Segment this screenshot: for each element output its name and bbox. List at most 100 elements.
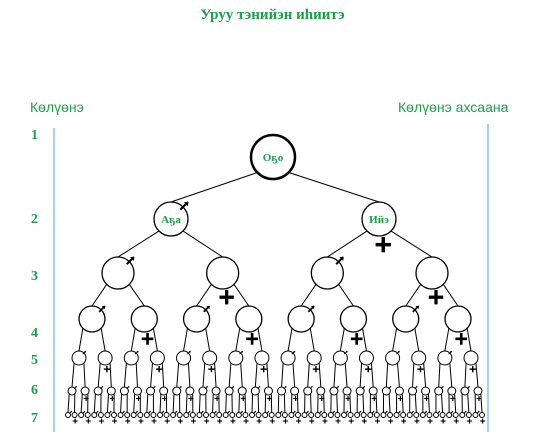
tree-edge (254, 362, 258, 388)
ancestor-node (437, 350, 453, 366)
male-symbol (152, 385, 156, 390)
tree-edge (133, 393, 136, 413)
female-symbol (135, 396, 141, 401)
tree-edge (397, 362, 400, 388)
male-symbol (134, 350, 139, 355)
generation-count-label: Көлүөнэ ахсаана (398, 99, 509, 115)
male-symbol (73, 385, 78, 390)
tree-edge (106, 393, 109, 413)
generation-number-3: 3 (31, 269, 38, 284)
generation-number-6: 6 (31, 383, 38, 398)
ancestor-node (306, 350, 322, 366)
male-symbol (239, 350, 244, 355)
ancestor-node (137, 412, 144, 418)
female-symbol (204, 418, 210, 424)
ancestor-node (277, 386, 287, 396)
ancestor-node (460, 386, 470, 396)
tree-edge (83, 362, 86, 388)
tree-edge (385, 362, 389, 388)
male-symbol (423, 410, 428, 414)
tree-edge (288, 171, 380, 203)
female-symbol (401, 418, 407, 424)
ancestor-node (308, 412, 315, 418)
tree-edge (362, 393, 365, 413)
ancestor-node (106, 386, 116, 396)
ancestor-node (216, 412, 223, 418)
male-symbol (384, 410, 388, 414)
tree-edge (349, 393, 352, 413)
ancestor-node (209, 412, 216, 418)
tree-edge (480, 393, 483, 413)
tree-edge (427, 393, 430, 413)
tree-edge (150, 362, 153, 388)
tree-edge (123, 362, 127, 388)
ancestor-node (380, 412, 387, 418)
female-symbol (98, 418, 104, 424)
tree-edge (466, 328, 472, 352)
tree-edge (339, 328, 345, 352)
female-symbol (246, 333, 258, 345)
tree-edge (414, 328, 420, 352)
male-symbol (440, 385, 444, 390)
tree-edge (185, 393, 188, 413)
ancestor-node (367, 412, 374, 418)
ancestor-node (473, 386, 483, 396)
male-symbol (318, 410, 322, 414)
ancestor-node (342, 386, 352, 396)
female-symbol (466, 418, 472, 424)
ancestor-node (97, 412, 104, 418)
female-symbol (230, 418, 236, 424)
tree-edge (182, 230, 223, 258)
male-symbol (345, 410, 349, 414)
generation-number-5: 5 (31, 353, 38, 368)
tree-edge (370, 362, 374, 388)
female-symbol (112, 418, 118, 424)
ancestor-node (153, 201, 189, 237)
male-symbol (397, 410, 401, 414)
male-symbol (98, 305, 106, 313)
female-symbol (469, 366, 476, 373)
male-symbol (126, 256, 135, 265)
male-symbol (437, 410, 441, 414)
tree-edge (266, 362, 269, 388)
tree-edge (93, 393, 96, 413)
male-symbol (69, 410, 73, 414)
ancestor-node (314, 412, 321, 418)
male-symbol (388, 385, 392, 390)
tree-edge (235, 328, 241, 352)
tree-edge (392, 328, 398, 352)
male-symbol (179, 201, 189, 211)
tree-edge (257, 328, 263, 352)
ancestor-node (104, 412, 111, 418)
female-symbol (480, 418, 486, 424)
tree-edge (264, 393, 267, 413)
ancestor-node (280, 350, 296, 366)
male-symbol (239, 410, 244, 414)
male-symbol (266, 410, 270, 414)
male-symbol (331, 410, 336, 414)
tree-edge (401, 393, 404, 413)
female-symbol (319, 396, 325, 401)
female-symbol (141, 333, 154, 345)
ancestor-node (176, 350, 192, 366)
ancestor-node (182, 305, 211, 333)
female-symbol (293, 396, 299, 401)
female-symbol (374, 418, 380, 424)
female-symbol (348, 418, 354, 424)
male-symbol (412, 305, 420, 313)
tree-edge (333, 362, 336, 388)
ancestor-node (159, 386, 169, 396)
ancestor-node (101, 256, 135, 290)
male-symbol (253, 410, 257, 414)
male-symbol (371, 410, 375, 414)
female-symbol (214, 396, 220, 401)
male-symbol (410, 410, 414, 414)
tree-edge (117, 230, 160, 258)
male-symbol (108, 410, 112, 414)
male-symbol (291, 350, 296, 355)
ancestor-node (196, 412, 203, 418)
ancestor-node (117, 412, 124, 418)
ancestor-node (332, 350, 348, 366)
ancestor-node (249, 412, 255, 418)
